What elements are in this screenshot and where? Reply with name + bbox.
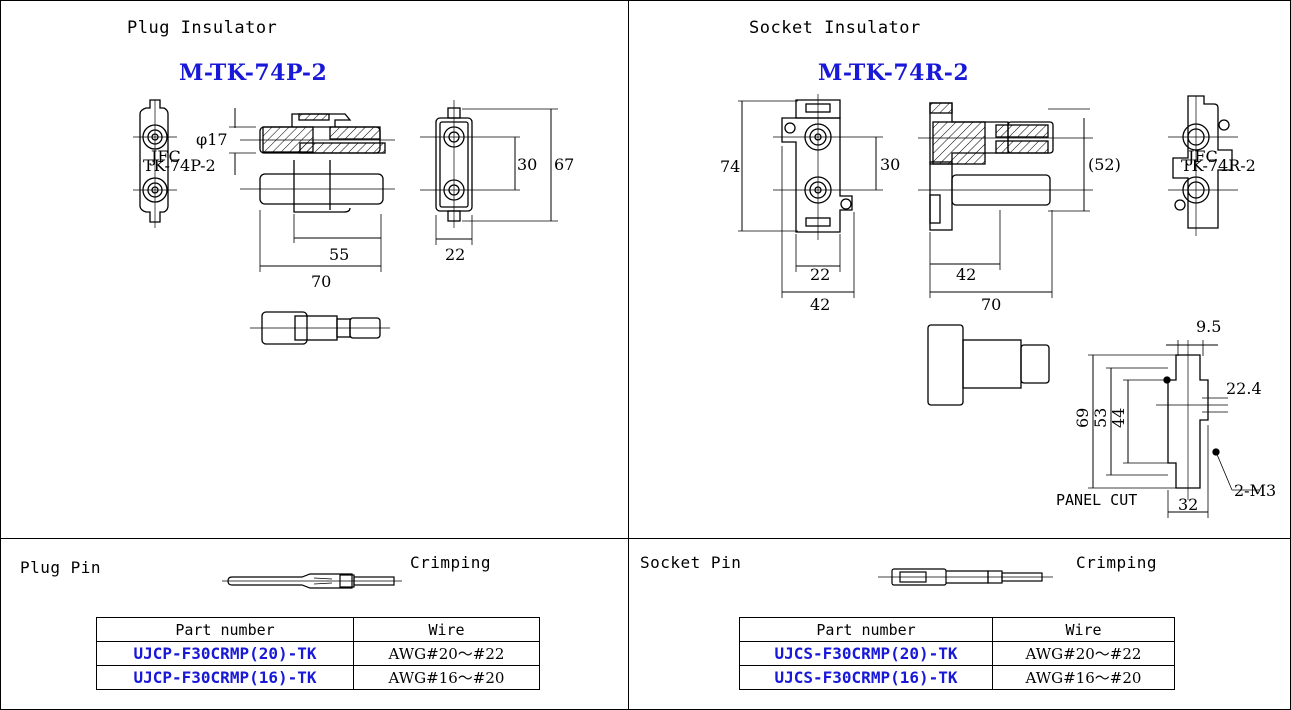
wire-cell: AWG#20～#22 xyxy=(992,641,1175,666)
socket-pin-crimping-label: Crimping xyxy=(1076,553,1158,572)
socket-dim-74: 74 xyxy=(720,157,740,176)
plug-dim-phi17: φ17 xyxy=(196,130,228,149)
socket-pin-col-wire: Wire xyxy=(992,617,1175,642)
plug-face-code: TK-74P-2 xyxy=(143,156,216,175)
socket-dim-70: 70 xyxy=(981,295,1001,314)
socket-dim-30: 30 xyxy=(880,155,900,174)
socket-dim-42-front: 42 xyxy=(810,295,830,314)
table-row: UJCS-F30CRMP(20)-TK AWG#20～#22 xyxy=(739,641,1175,666)
table-row: UJCP-F30CRMP(20)-TK AWG#20～#22 xyxy=(96,641,540,666)
panel-dim-9-5: 9.5 xyxy=(1196,317,1221,336)
plug-insulator-heading: Plug Insulator xyxy=(127,18,278,38)
socket-face-brand: JFC xyxy=(1186,147,1218,166)
plug-face-brand: JFC xyxy=(149,147,181,166)
panel-dim-53: 53 xyxy=(1091,408,1110,428)
socket-insulator-heading: Socket Insulator xyxy=(749,18,921,38)
socket-dim-52: (52) xyxy=(1088,155,1121,174)
wire-cell: AWG#16～#20 xyxy=(992,665,1175,690)
part-number-cell: UJCS-F30CRMP(20)-TK xyxy=(739,641,993,666)
plug-dim-22: 22 xyxy=(445,245,465,264)
table-row: UJCP-F30CRMP(16)-TK AWG#16～#20 xyxy=(96,665,540,690)
plug-pin-crimping-label: Crimping xyxy=(410,553,492,572)
socket-dim-42-side: 42 xyxy=(956,265,976,284)
plug-model-number: M-TK-74P-2 xyxy=(179,60,328,86)
panel-dim-32: 32 xyxy=(1178,495,1198,514)
plug-pin-table: Part number Wire UJCP-F30CRMP(20)-TK AWG… xyxy=(96,617,540,690)
plug-dim-70: 70 xyxy=(311,272,331,291)
socket-pin-table: Part number Wire UJCS-F30CRMP(20)-TK AWG… xyxy=(739,617,1175,690)
panel-mount-holes: 2-M3 xyxy=(1234,481,1276,500)
panel-dim-44: 44 xyxy=(1109,408,1128,428)
socket-pin-heading: Socket Pin xyxy=(640,553,742,572)
wire-cell: AWG#16～#20 xyxy=(353,665,540,690)
socket-insulator-drawing: JFC TK-74R-2 74 30 (52) 22 42 42 70 9.5 … xyxy=(720,94,1276,518)
plug-insulator-drawing: JFC TK-74P-2 φ17 30 67 55 70 22 xyxy=(133,99,574,345)
socket-pin-col-part: Part number xyxy=(739,617,993,642)
part-number-cell: UJCP-F30CRMP(16)-TK xyxy=(96,665,354,690)
part-number-cell: UJCS-F30CRMP(16)-TK xyxy=(739,665,993,690)
socket-face-code: TK-74R-2 xyxy=(1181,156,1256,175)
panel-dim-22-4: 22.4 xyxy=(1226,379,1262,398)
wire-cell: AWG#20～#22 xyxy=(353,641,540,666)
plug-dim-67: 67 xyxy=(554,155,574,174)
plug-pin-heading: Plug Pin xyxy=(20,558,102,577)
part-number-cell: UJCP-F30CRMP(20)-TK xyxy=(96,641,354,666)
table-row: UJCS-F30CRMP(16)-TK AWG#16～#20 xyxy=(739,665,1175,690)
plug-pin-col-wire: Wire xyxy=(353,617,540,642)
socket-pin-drawing xyxy=(878,568,1053,586)
panel-dim-69: 69 xyxy=(1073,408,1092,428)
socket-dim-22: 22 xyxy=(810,265,830,284)
socket-model-number: M-TK-74R-2 xyxy=(818,60,970,86)
plug-dim-30: 30 xyxy=(517,155,537,174)
plug-pin-drawing xyxy=(222,573,402,589)
panel-cut-label: PANEL CUT xyxy=(1056,491,1137,509)
plug-dim-55: 55 xyxy=(329,245,349,264)
plug-pin-col-part: Part number xyxy=(96,617,354,642)
